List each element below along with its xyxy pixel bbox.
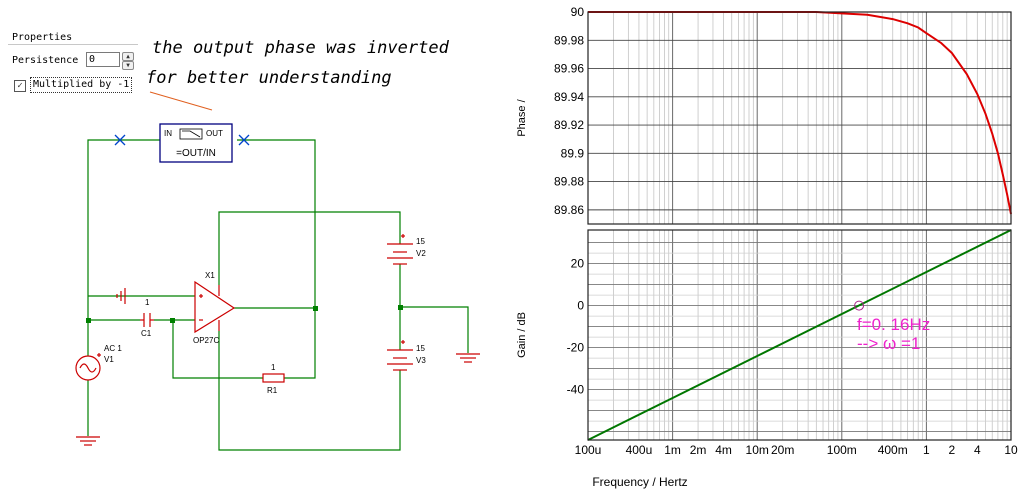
r1-value-label: 1 (271, 363, 276, 372)
persistence-label: Persistence (12, 55, 79, 66)
c1-ref-label: C1 (141, 329, 152, 338)
data-series-line (587, 229, 1012, 441)
y-axis-label: Gain / dB (516, 312, 528, 358)
x-tick-label: 1 (923, 443, 930, 457)
y-tick-label: 0 (577, 299, 584, 313)
persistence-input[interactable] (86, 52, 120, 67)
v1-value-label: AC 1 (104, 344, 122, 353)
battery-v2[interactable] (387, 234, 413, 265)
x-tick-label: 1m (664, 443, 681, 457)
y-tick-label: -40 (567, 383, 585, 397)
frequency-annotation-line-1: f=0. 16Hz (857, 315, 930, 334)
v3-ref-label: V3 (416, 356, 426, 365)
opamp-x1[interactable] (194, 280, 236, 334)
probe-markers (114, 134, 250, 146)
properties-divider (8, 44, 138, 45)
properties-title: Properties (12, 32, 73, 43)
persistence-increment-button[interactable]: ▲ (122, 52, 134, 61)
opamp-ref-label: X1 (205, 271, 215, 280)
y-tick-label: 89.86 (554, 203, 584, 217)
y-axis-label: Phase / (516, 98, 528, 136)
x-tick-label: 10m (746, 443, 769, 457)
resistor-r1[interactable] (262, 373, 285, 383)
y-tick-label: -20 (567, 341, 585, 355)
opamp-model-label: OP27C (193, 336, 219, 345)
plot-frame (587, 11, 1012, 225)
persistence-decrement-button[interactable]: ▼ (122, 61, 134, 70)
v3-value-label: 15 (416, 344, 425, 353)
x-tick-label: 400m (878, 443, 908, 457)
probe-formula-label: =OUT/IN (176, 148, 216, 159)
probe-box[interactable]: IN OUT =OUT/IN (159, 123, 233, 163)
r1-ref-label: R1 (267, 386, 278, 395)
marker-circle (854, 300, 865, 311)
y-tick-label: 89.94 (554, 90, 584, 104)
y-tick-label: 89.9 (561, 146, 585, 160)
x-tick-label: 10 (1004, 443, 1018, 457)
plot-frames (587, 11, 1012, 441)
y-tick-label: 89.98 (554, 33, 584, 47)
junction-dots (86, 305, 403, 323)
x-tick-label: 100u (575, 443, 602, 457)
annotation-line-1: the output phase was inverted (152, 38, 449, 58)
x-tick-label: 4m (715, 443, 732, 457)
properties-panel: Properties Persistence ▲ ▼ ✓ Multiplied … (8, 30, 138, 98)
v2-value-label: 15 (416, 237, 425, 246)
y-tick-label: 89.92 (554, 118, 584, 132)
y-tick-label: 90 (571, 5, 585, 19)
multiplied-label[interactable]: Multiplied by -1 (30, 77, 133, 93)
ground-symbol-supply (456, 353, 480, 363)
x-tick-label: 400u (626, 443, 653, 457)
annotation-pointer (149, 91, 213, 111)
plot-curves (587, 11, 1012, 441)
x-axis-label: Frequency / Hertz (592, 475, 687, 489)
v1-ref-label: V1 (104, 355, 114, 364)
x-tick-label: 20m (771, 443, 794, 457)
plot-labels: 90 89.98 89.96 89.94 89.92 89.9 89.88 89.86 Phas… (516, 5, 1018, 489)
annotation-line-2: for better understanding (146, 68, 392, 88)
schematic-diagram: IN OUT =OUT/IN X1 OP27C 1 C1 (75, 91, 480, 451)
ground-symbol-input (116, 288, 126, 304)
probe-in-label: IN (164, 129, 172, 138)
v2-ref-label: V2 (416, 249, 426, 258)
ac-source-v1[interactable] (75, 353, 101, 381)
frequency-annotation-line-2: --> ω =1 (857, 334, 920, 353)
multiplied-checkbox[interactable]: ✓ (14, 80, 26, 92)
ground-symbol-v1 (76, 436, 100, 446)
y-tick-label: 89.88 (554, 175, 584, 189)
plot-grid (588, 12, 1011, 440)
x-tick-label: 4 (974, 443, 981, 457)
y-tick-label: 89.96 (554, 62, 584, 76)
battery-v3[interactable] (387, 340, 413, 371)
x-tick-label: 2m (690, 443, 707, 457)
x-tick-label: 100m (827, 443, 857, 457)
plot-frame (587, 229, 1012, 441)
capacitor-c1[interactable] (140, 313, 154, 327)
c1-value-label: 1 (145, 298, 150, 307)
x-tick-label: 2 (949, 443, 956, 457)
y-tick-label: 20 (571, 257, 585, 271)
data-series-line (588, 11, 1012, 215)
probe-out-label: OUT (206, 129, 223, 138)
